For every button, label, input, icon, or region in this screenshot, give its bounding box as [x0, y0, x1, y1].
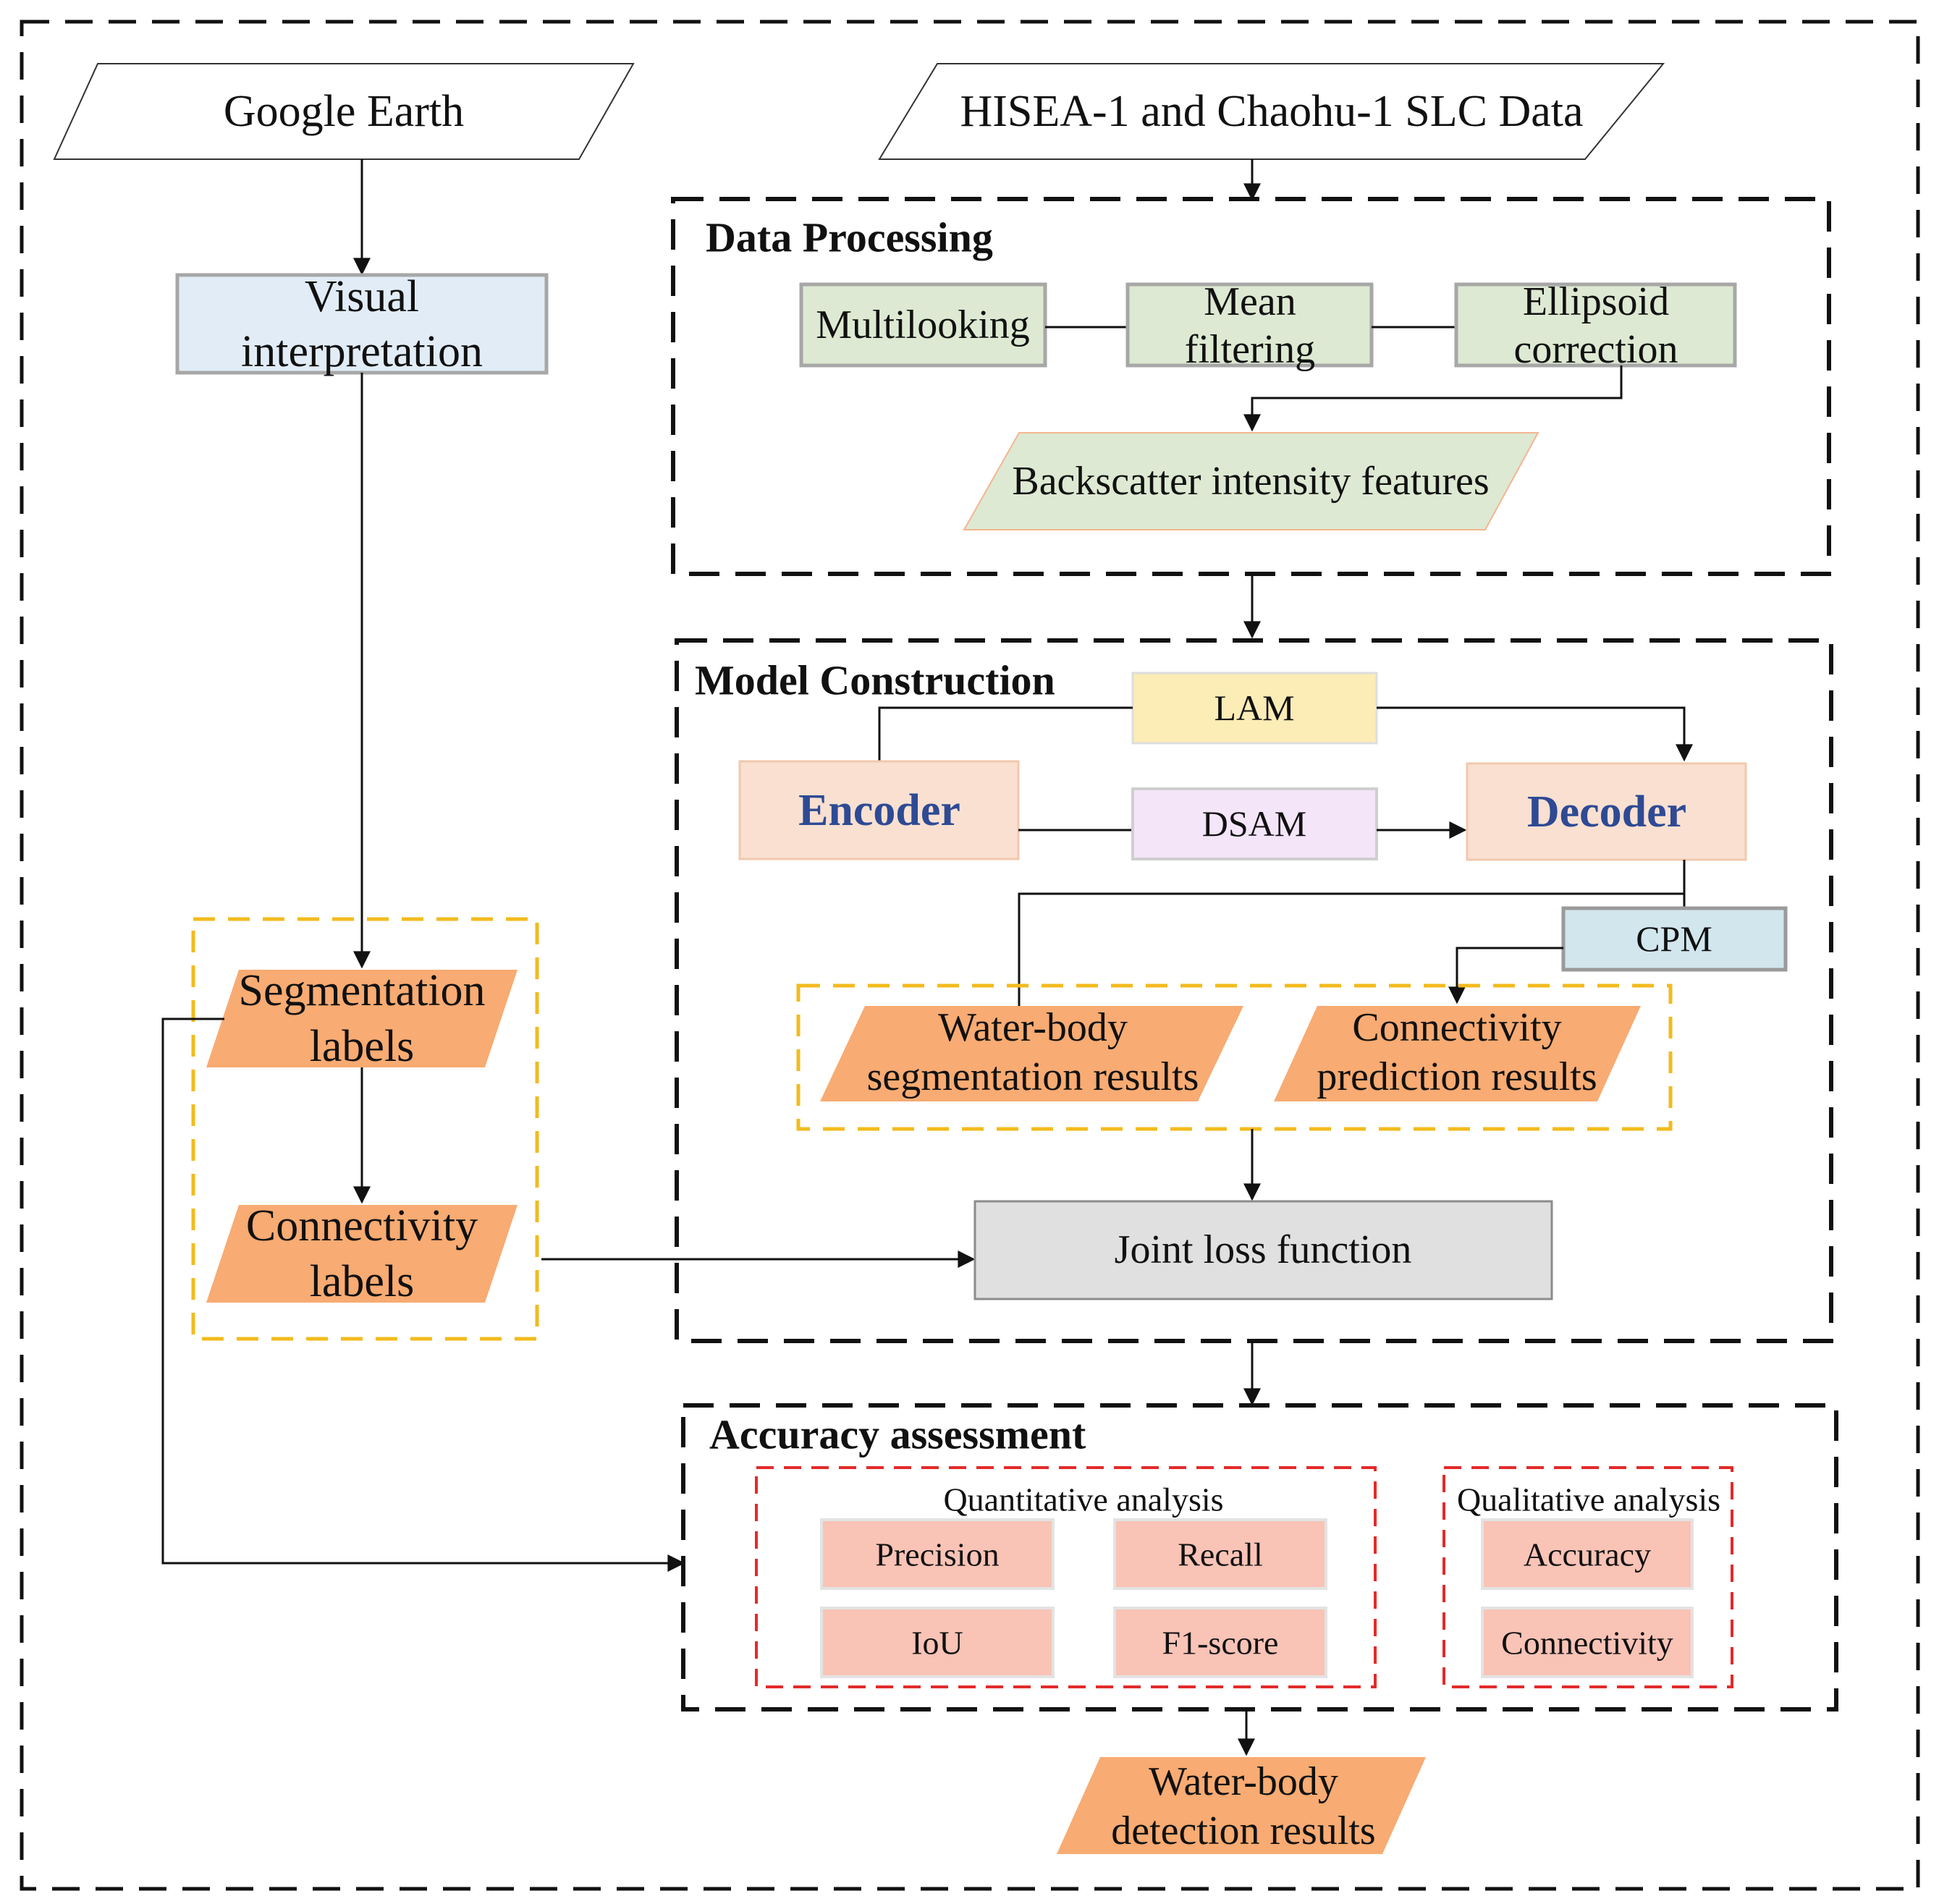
- cpm-label: CPM: [1636, 918, 1712, 959]
- ellipsoid-correction-box: [1454, 282, 1737, 368]
- decoder-box: [1466, 762, 1747, 861]
- encoder-box: [738, 760, 1020, 860]
- backscatter-shape: [963, 432, 1539, 530]
- backscatter-label: Backscatter intensity features: [1012, 459, 1489, 504]
- mean-filtering-line-2: filtering: [1185, 327, 1315, 372]
- connectivity-metric-box: [1481, 1607, 1694, 1678]
- qualitative-title: Qualitative analysis: [1457, 1481, 1720, 1518]
- f1-score-label: F1-score: [1162, 1625, 1279, 1662]
- arrow-lam-to-decoder: [1377, 706, 1693, 762]
- ellipsoid-correction-line-2: correction: [1514, 327, 1678, 372]
- cpm-box: [1561, 906, 1788, 972]
- outer-frame: [20, 20, 1920, 1891]
- seg-results-line-1: Water-body: [938, 1005, 1128, 1050]
- dsam-box: [1131, 787, 1378, 860]
- decoder-label: Decoder: [1527, 787, 1686, 837]
- iou-label: IoU: [911, 1625, 963, 1662]
- visual-interpretation-box: [175, 273, 549, 375]
- accuracy-metric-label: Accuracy: [1524, 1536, 1651, 1573]
- output-line-1: Water-body: [1149, 1759, 1338, 1804]
- f1-score-box: [1113, 1607, 1327, 1678]
- connectivity-metric-label: Connectivity: [1501, 1625, 1673, 1662]
- encoder-label: Encoder: [798, 786, 960, 835]
- recall-label: Recall: [1178, 1536, 1263, 1573]
- connectivity-labels-line-2: labels: [310, 1257, 415, 1306]
- visual-interpretation-line-1: Visual: [305, 272, 419, 321]
- accuracy-metric-box: [1481, 1518, 1694, 1590]
- google-earth-label: Google Earth: [224, 87, 464, 136]
- connectivity-labels-line-1: Connectivity: [246, 1201, 478, 1251]
- iou-box: [820, 1607, 1055, 1678]
- quantitative-group: [755, 1466, 1377, 1688]
- sar-data-input: [878, 63, 1665, 160]
- segmentation-labels-shape: [206, 970, 518, 1067]
- precision-label: Precision: [875, 1536, 999, 1573]
- seg-results-line-2: segmentation results: [867, 1054, 1199, 1099]
- conn-results-line-1: Connectivity: [1352, 1005, 1561, 1050]
- quantitative-title: Quantitative analysis: [943, 1481, 1223, 1518]
- connector-decoder-to-seg-results: [1018, 860, 1686, 1006]
- multilooking-label: Multilooking: [816, 302, 1030, 347]
- qualitative-group: [1442, 1466, 1733, 1688]
- output-line-2: detection results: [1111, 1808, 1375, 1853]
- sar-data-label: HISEA-1 and Chaohu-1 SLC Data: [960, 87, 1584, 136]
- lam-box: [1131, 672, 1378, 745]
- joint-loss-label: Joint loss function: [1115, 1227, 1412, 1272]
- google-earth-input: [53, 63, 635, 160]
- lam-label: LAM: [1214, 687, 1294, 728]
- visual-interpretation-line-2: interpretation: [241, 327, 483, 376]
- segmentation-labels-line-1: Segmentation: [239, 966, 486, 1015]
- dsam-label: DSAM: [1202, 803, 1306, 844]
- conn-results-line-2: prediction results: [1317, 1054, 1597, 1099]
- mean-filtering-line-1: Mean: [1204, 279, 1296, 324]
- model-construction-panel: [675, 638, 1833, 1343]
- seg-results-shape: [820, 1006, 1243, 1101]
- arrow-cpm-to-conn-results: [1448, 947, 1563, 1004]
- ellipsoid-correction-line-1: Ellipsoid: [1523, 279, 1669, 324]
- conn-results-shape: [1274, 1006, 1641, 1101]
- data-processing-title: Data Processing: [706, 214, 993, 261]
- precision-box: [820, 1518, 1055, 1590]
- connector-encoder-lam: [878, 706, 1133, 761]
- accuracy-assessment-panel: [681, 1403, 1838, 1712]
- connectivity-labels-shape: [206, 1205, 518, 1303]
- arrow-ellipsoid-to-backscatter: [1243, 365, 1623, 432]
- recall-box: [1113, 1518, 1327, 1590]
- multilooking-box: [799, 282, 1047, 368]
- results-group: [796, 983, 1673, 1131]
- joint-loss-box: [973, 1200, 1553, 1300]
- output-shape: [1057, 1757, 1426, 1854]
- model-construction-title: Model Construction: [695, 657, 1055, 704]
- mean-filtering-box: [1125, 282, 1374, 368]
- arrow-segmentation-to-accuracy: [161, 1017, 685, 1572]
- segmentation-labels-line-2: labels: [310, 1022, 415, 1071]
- accuracy-assessment-title: Accuracy assessment: [709, 1411, 1086, 1458]
